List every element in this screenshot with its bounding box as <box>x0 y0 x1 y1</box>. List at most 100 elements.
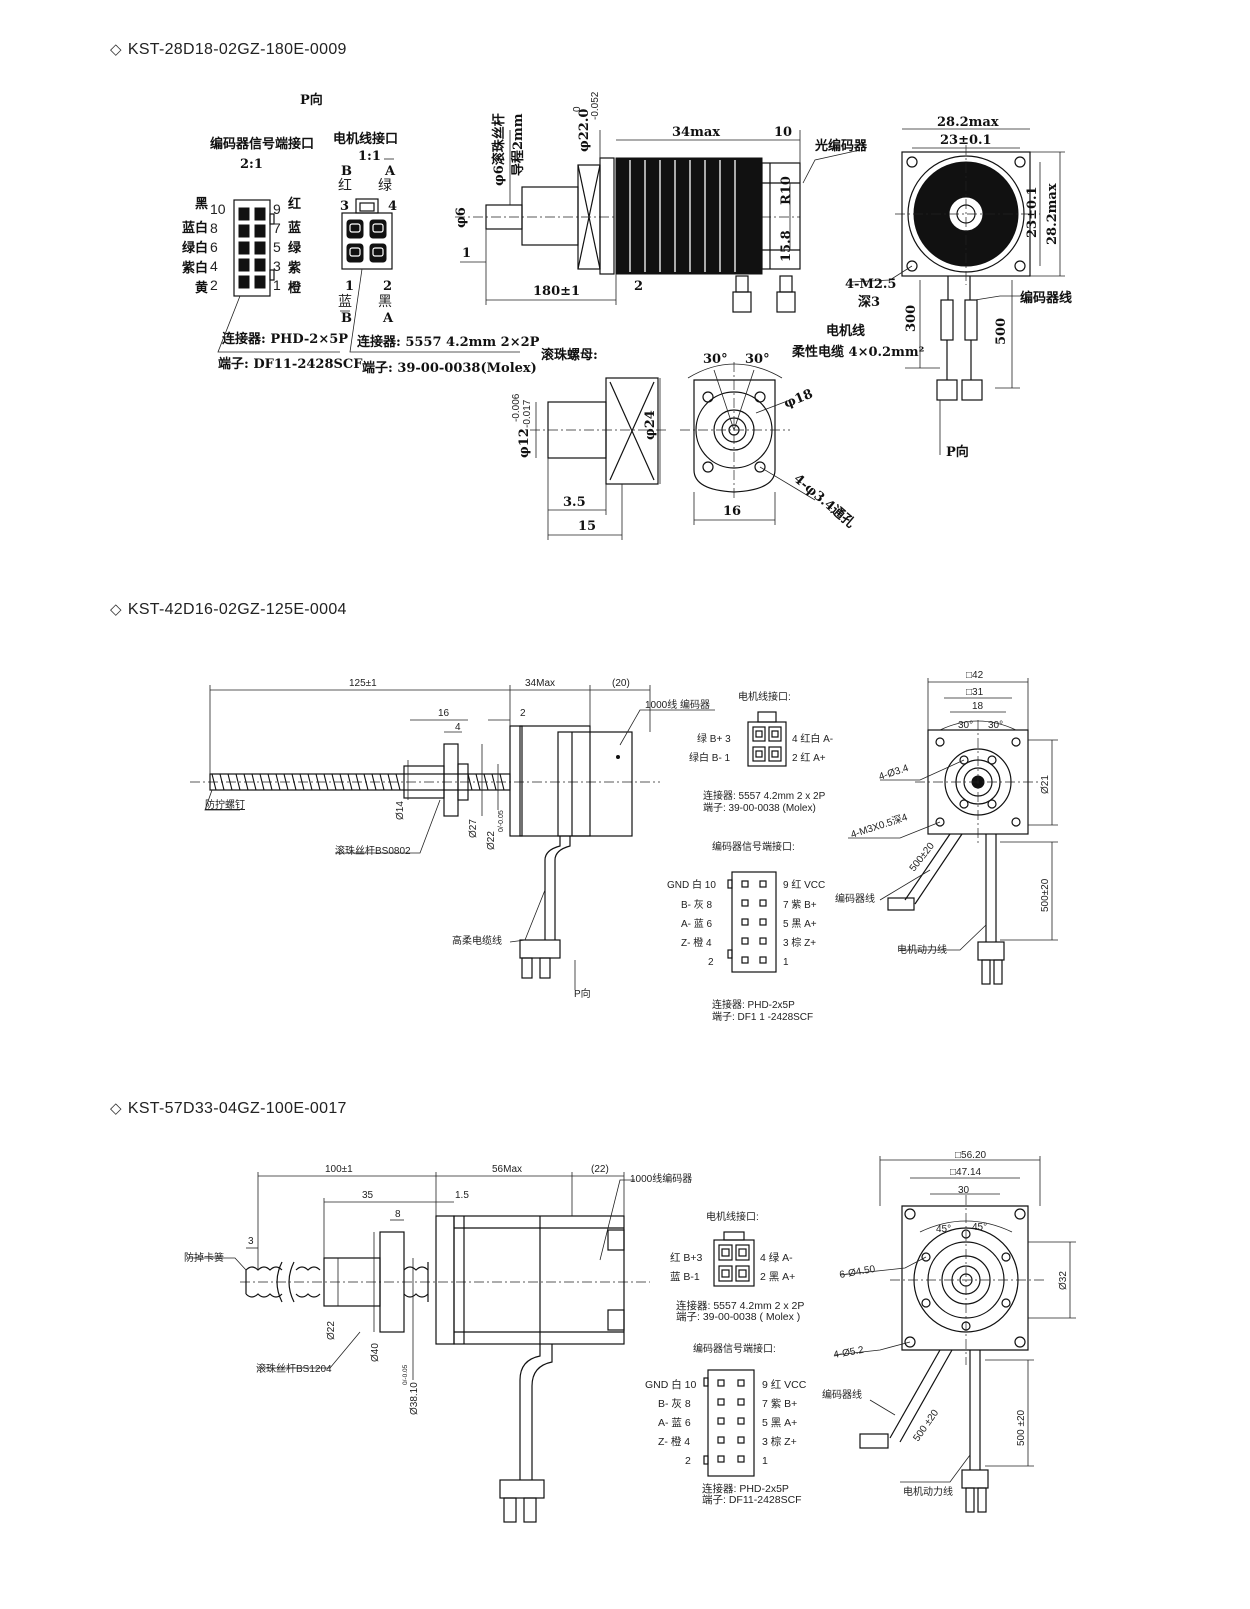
diamond-icon: ◇ <box>110 41 122 58</box>
flex-cable-label: 柔性电缆 4×0.2mm² <box>791 344 924 360</box>
dim-15: 15 <box>578 519 596 534</box>
motor-connector-4pin <box>341 198 393 270</box>
front-view-42 <box>848 678 1058 985</box>
enc-right-1: 7 紫 B+ <box>783 899 817 911</box>
enc-right-0: 红 <box>288 196 301 212</box>
term-enc-note: 端子: DF1 1 -2428SCF <box>712 1010 813 1023</box>
enc-left-num-0: 10 <box>210 201 226 217</box>
dim-180: 180±1 <box>533 284 580 299</box>
dim-100: 100±1 <box>325 1164 353 1175</box>
enc-right-0: 9 红 VCC <box>783 878 825 891</box>
dim-phi12-tol-top: -0.006 <box>511 393 522 422</box>
enc-left-0: GND 白 10 <box>645 1378 697 1391</box>
dim-sq42: □42 <box>966 670 984 681</box>
enc-left-num-4: 2 <box>210 277 218 293</box>
enc-right-num-2: 5 <box>273 239 281 255</box>
term-motor-note: 端子: 39-00-0038 (Molex) <box>703 801 816 814</box>
enc-right-4: 橙 <box>288 280 302 296</box>
dim-d14: Ø14 <box>395 801 406 820</box>
enc-right-2: 5 黑 A+ <box>783 918 817 930</box>
enc-right-num-1: 7 <box>273 220 281 236</box>
ball-nut-side <box>530 377 668 540</box>
dim-34max: 34max <box>672 125 720 140</box>
angle-30a: 30° <box>958 720 973 731</box>
front-view-motor <box>849 128 1065 455</box>
lead-screw-assembly-57 <box>240 1215 650 1523</box>
dim-phi12: φ12 <box>517 428 532 458</box>
side-view-dims <box>460 130 861 305</box>
enc-right-3: 3 棕 Z+ <box>783 936 816 949</box>
dim-16: 16 <box>438 708 450 719</box>
section-title-text: KST-42D16-02GZ-125E-0004 <box>127 601 347 618</box>
enc-port-title: 编码器信号端接口 <box>210 136 314 152</box>
ball-screw-label: 滚珠丝杆BS1204 <box>256 1362 332 1375</box>
enc-right-2: 绿 <box>288 240 302 256</box>
angle-30b: 30° <box>988 720 1003 731</box>
enc-left-0: 黑 <box>195 197 208 212</box>
motor-left-0: 红 B+3 <box>670 1251 703 1264</box>
front-view-57 <box>834 1156 1076 1513</box>
dim-d21: Ø21 <box>1040 775 1051 794</box>
dim-d22: Ø22 <box>486 831 497 850</box>
encoder-cable-label: 编码器线 <box>1020 290 1072 306</box>
dim-2: 2 <box>520 708 526 719</box>
motor-connector-4pin <box>713 1231 755 1287</box>
dim-28max: 28.2max <box>937 115 999 130</box>
dim-1-5: 1.5 <box>455 1190 469 1201</box>
dim-500b: 500 ±20 <box>1016 1409 1027 1446</box>
encoder-cable-label: 编码器线 <box>822 1388 862 1401</box>
dim-d22-tol: 0/-0.05 <box>498 810 505 832</box>
encoder-label: 1000线 编码器 <box>645 698 710 711</box>
dim-sq56: □56.20 <box>955 1150 987 1161</box>
enc-left-1: 蓝白 <box>182 220 208 236</box>
pin-b-top: B <box>341 164 352 179</box>
motor-cable-label: 电机线 <box>826 323 865 339</box>
cable-label: 高柔电缆线 <box>452 934 502 947</box>
enc-left-2: A- 蓝 6 <box>658 1417 691 1429</box>
dims-42 <box>204 685 715 990</box>
dim-23-vertical: 23±0.1 <box>1025 186 1040 238</box>
conn-motor-note: 连接器: 5557 4.2mm 2×2P <box>357 334 540 350</box>
enc-left-4: 黄 <box>195 280 208 296</box>
diamond-icon: ◇ <box>110 601 122 618</box>
enc-ratio: 2:1 <box>240 157 263 172</box>
motor-right-0: 4 红白 A- <box>792 732 833 745</box>
angle-45b: 45° <box>972 1222 987 1233</box>
motor-left-1: 蓝 B-1 <box>670 1271 700 1283</box>
motor-right-1: 2 红 A+ <box>792 751 826 764</box>
dim-sq31: □31 <box>966 687 984 698</box>
anti-spring-label: 防掉卡簧 <box>184 1251 224 1264</box>
leader-line <box>217 295 340 353</box>
color-blue: 蓝 <box>338 293 352 309</box>
section-title-1: ◇KST-28D18-02GZ-180E-0009 <box>110 40 347 59</box>
section-title-3: ◇KST-57D33-04GZ-100E-0017 <box>110 1099 347 1118</box>
section-title-text: KST-57D33-04GZ-100E-0017 <box>127 1100 347 1117</box>
optical-encoder-label: 光编码器 <box>814 138 868 154</box>
enc-right-1: 7 紫 B+ <box>762 1398 797 1410</box>
encoder-connector-10pin <box>233 199 275 297</box>
lead-screw-assembly <box>190 725 660 979</box>
term-motor-note: 端子: 39-00-0038(Molex) <box>362 360 537 376</box>
color-black: 黑 <box>378 293 392 309</box>
conn-motor-note: 连接器: 5557 4.2mm 2 x 2P <box>703 789 826 802</box>
p-view-bottom: P向 <box>946 444 969 460</box>
dim-15-8: 15.8 <box>779 230 794 262</box>
dim-4: 4 <box>455 722 461 733</box>
color-red: 红 <box>338 177 352 193</box>
motor-left-1: 绿白 B- 1 <box>689 751 731 764</box>
drawing-kst-57d33: 100±1 56Max (22) 1000线编码器 35 8 1.5 3 防掉卡… <box>184 1150 1076 1523</box>
dim-3: 3 <box>248 1236 254 1247</box>
power-cable-label: 电机动力线 <box>897 943 947 956</box>
enc-right-num-0: 9 <box>273 201 281 217</box>
screw-label: φ6滚珠丝杆 <box>491 113 507 186</box>
dim-300: 300 <box>904 305 919 332</box>
encoder-label: 1000线编码器 <box>630 1172 692 1185</box>
enc-left-1: B- 灰 8 <box>658 1397 691 1410</box>
enc-left-num-3: 4 <box>210 258 218 274</box>
dim-sq47: □47.14 <box>950 1167 982 1178</box>
pin-a-bot: A <box>382 311 394 326</box>
drawing-kst-28d18: P向 编码器信号端接口 2:1 电机线接口 1:1 B A 红 绿 黑 蓝白 绿… <box>182 91 1072 540</box>
enc-right-2: 5 黑 A+ <box>762 1417 797 1429</box>
dims-57 <box>188 1172 635 1380</box>
dim-22: (22) <box>591 1164 609 1175</box>
